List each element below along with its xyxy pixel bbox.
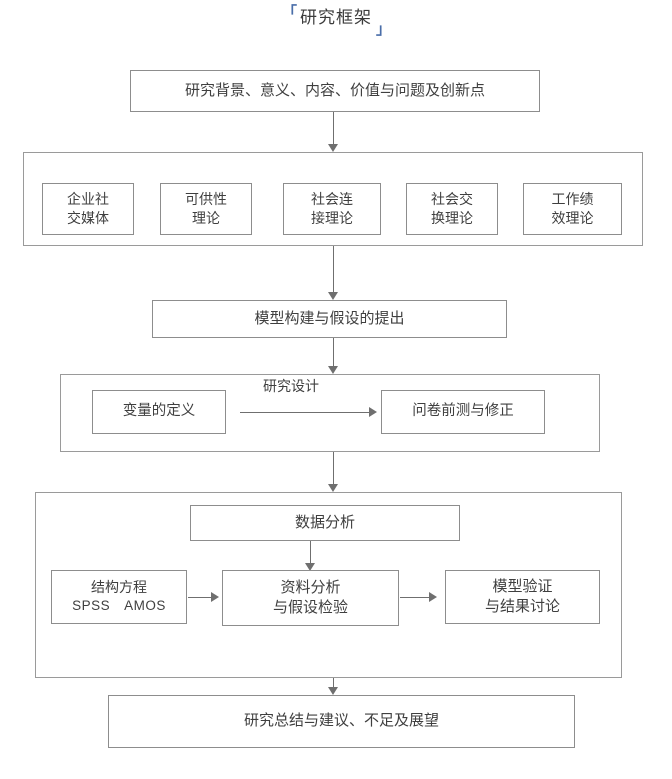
node-conclusion-label: 研究总结与建议、不足及展望 xyxy=(243,712,439,730)
node-data-analysis-header-label: 数据分析 xyxy=(294,513,355,531)
arrow-intro-to-theories xyxy=(328,112,339,152)
node-theory-0-line2: 交媒体 xyxy=(67,210,109,226)
node-theory-1[interactable]: 可供性 理论 xyxy=(160,183,252,235)
arrow-data-analysis-to-analysis xyxy=(305,541,316,571)
node-variable-definition[interactable]: 变量的定义 xyxy=(92,390,226,434)
node-theory-1-line1: 可供性 xyxy=(185,191,227,208)
arrow-sem-to-analysis-line xyxy=(188,597,212,598)
node-theory-0[interactable]: 企业社 交媒体 xyxy=(42,183,134,235)
node-theory-1-line2: 理论 xyxy=(192,210,220,226)
node-intro-label: 研究背景、意义、内容、价值与问题及创新点 xyxy=(184,81,485,99)
node-variable-definition-label: 变量的定义 xyxy=(122,403,196,420)
research-design-label: 研究设计 xyxy=(263,378,319,394)
node-theory-0-line1: 企业社 xyxy=(67,191,109,208)
corner-bracket-open-icon: 「 xyxy=(282,4,299,21)
arrow-sem-to-analysis-head xyxy=(211,592,219,602)
node-theory-3-line1: 社会交 xyxy=(431,191,473,208)
node-model[interactable]: 模型构建与假设的提出 xyxy=(152,300,507,338)
node-analysis-hypothesis-line2: 与假设检验 xyxy=(272,599,348,616)
node-sem-tools[interactable]: 结构方程 SPSS AMOS xyxy=(51,570,187,624)
node-analysis-hypothesis-line1: 资料分析 xyxy=(280,578,341,596)
node-model-validation-line1: 模型验证 xyxy=(492,577,553,595)
arrow-model-to-research-design xyxy=(328,338,339,374)
arrow-variable-to-questionnaire-head xyxy=(369,407,377,417)
node-theory-4-line2: 效理论 xyxy=(551,210,594,226)
arrow-theories-to-model xyxy=(328,246,339,300)
node-theory-2-line2: 接理论 xyxy=(311,210,353,226)
node-intro[interactable]: 研究背景、意义、内容、价值与问题及创新点 xyxy=(130,70,540,112)
node-theory-2[interactable]: 社会连 接理论 xyxy=(283,183,381,235)
node-model-label: 模型构建与假设的提出 xyxy=(254,309,405,327)
node-model-validation[interactable]: 模型验证 与结果讨论 xyxy=(445,570,600,624)
node-conclusion[interactable]: 研究总结与建议、不足及展望 xyxy=(108,695,575,748)
arrow-variable-to-questionnaire-line xyxy=(240,412,370,413)
arrow-data-analysis-to-conclusion xyxy=(328,678,339,695)
node-model-validation-line2: 与结果讨论 xyxy=(484,598,560,615)
node-sem-tools-line1: 结构方程 xyxy=(91,579,147,596)
node-theory-4-line1: 工作绩 xyxy=(551,191,594,208)
diagram-title: 「 研究框架 」 xyxy=(0,4,672,54)
arrow-analysis-to-validation-head xyxy=(429,592,437,602)
node-sem-tools-line2: SPSS AMOS xyxy=(72,598,166,614)
page-title: 研究框架 xyxy=(300,8,372,27)
node-questionnaire-pretest[interactable]: 问卷前测与修正 xyxy=(381,390,545,434)
node-theory-3[interactable]: 社会交 换理论 xyxy=(406,183,498,235)
node-data-analysis-header[interactable]: 数据分析 xyxy=(190,505,460,541)
node-analysis-hypothesis[interactable]: 资料分析 与假设检验 xyxy=(222,570,399,626)
node-theory-2-line1: 社会连 xyxy=(311,191,353,208)
arrow-research-design-to-data-analysis xyxy=(328,452,339,492)
node-theory-4[interactable]: 工作绩 效理论 xyxy=(523,183,622,235)
node-questionnaire-pretest-label: 问卷前测与修正 xyxy=(412,403,514,420)
diagram-title-text-wrapper: 「 研究框架 」 xyxy=(282,4,391,38)
corner-bracket-close-icon: 」 xyxy=(375,21,392,38)
arrow-analysis-to-validation-line xyxy=(400,597,430,598)
node-theory-3-line2: 换理论 xyxy=(431,210,473,226)
